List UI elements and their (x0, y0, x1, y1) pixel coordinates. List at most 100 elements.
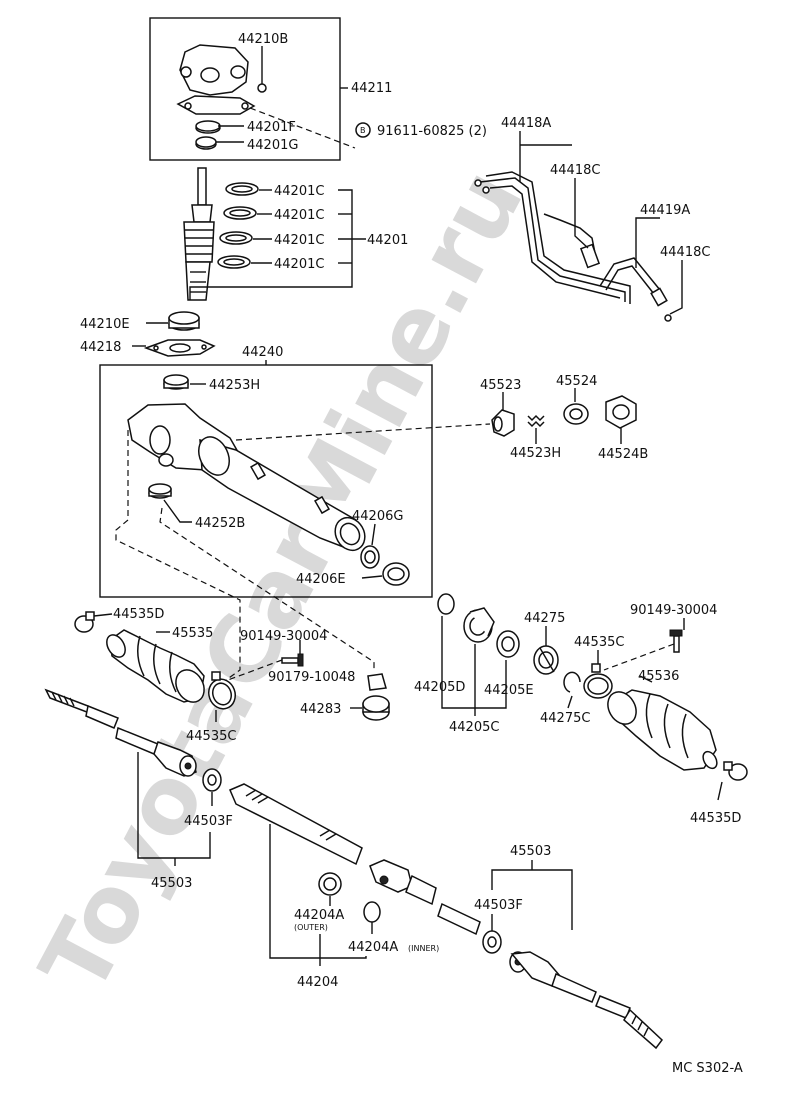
oil-seal-44204a-inner-part (363, 901, 381, 923)
seal-ring-44201c-1-part (225, 182, 259, 196)
label-44210e: 44210E (80, 317, 130, 332)
label-45536: 45536 (638, 669, 679, 684)
label-90179-10048: 90179-10048 (268, 670, 355, 685)
label-44206e: 44206E (296, 572, 346, 587)
washer-44503f-left-part (202, 768, 222, 792)
clamp-44535c-left-part (208, 671, 236, 710)
label-44201f: 44201F (247, 120, 296, 135)
label-44535d-1: 44535D (113, 607, 164, 622)
label-44204a-inner: 44204A (348, 940, 398, 955)
label-44418c-1: 44418C (550, 163, 600, 178)
bushing-44252b-part (148, 483, 172, 499)
label-44210b: 44210B (238, 32, 288, 47)
label-45535: 45535 (172, 626, 213, 641)
tie-rod-end-left-part (44, 688, 197, 777)
label-44204a-outer-note: (OUTER) (294, 923, 328, 932)
label-44283: 44283 (300, 702, 341, 717)
label-44211: 44211 (351, 81, 392, 96)
label-44240: 44240 (242, 345, 283, 360)
oil-seal-44204a-outer-part (318, 872, 342, 896)
spring-44523h-part (527, 414, 545, 428)
seal-ring-44201c-2-part (223, 206, 257, 220)
rack-bushing-44275-part (533, 645, 559, 675)
label-44205e: 44205E (484, 683, 534, 698)
label-90149-30004-2: 90149-30004 (630, 603, 717, 618)
rack-housing-group-box (99, 364, 433, 598)
clamp-44535d-left-part (74, 611, 95, 633)
label-44201g: 44201G (247, 138, 298, 153)
label-45524: 45524 (556, 374, 597, 389)
return-tube-44419a-part (599, 257, 672, 322)
bushing-44253h-part (163, 374, 189, 390)
label-44535c-2: 44535C (574, 635, 624, 650)
label-44419a: 44419A (640, 203, 690, 218)
label-44201: 44201 (367, 233, 408, 248)
bushing-44205e-part (496, 630, 520, 658)
steering-rack-part (229, 783, 481, 936)
label-44201c-4: 44201C (274, 257, 324, 272)
label-44524b: 44524B (598, 447, 648, 462)
boot-45536-part (607, 689, 718, 771)
clamp-44535d-right-part (723, 761, 748, 781)
label-44535d-2: 44535D (690, 811, 741, 826)
gasket-44218-part (143, 339, 216, 357)
label-45523: 45523 (480, 378, 521, 393)
rack-housing-part (127, 403, 366, 552)
control-valve-shaft-part (183, 167, 215, 301)
o-ring-44205d-part (437, 593, 455, 615)
seal-ring-44201c-3-part (219, 231, 253, 245)
pressure-tube-44418c-part (543, 213, 601, 269)
label-44204a-inner-note: (INNER) (408, 944, 439, 953)
bearing-44210e-part (168, 311, 200, 331)
label-90149-30004-1: 90149-30004 (240, 629, 327, 644)
snap-ring-44275c-part (563, 671, 581, 693)
rack-guide-45523-part (491, 409, 515, 437)
oil-seal-44206g-part (360, 545, 380, 569)
label-44205c: 44205C (449, 720, 499, 735)
mount-grommet-44283-part (362, 695, 390, 721)
pressure-tube-44418a-part (474, 171, 631, 304)
seal-ring-44201c-4-part (217, 255, 251, 269)
label-44201c-3: 44201C (274, 233, 324, 248)
label-44418a: 44418A (501, 116, 551, 131)
guide-spring-cap-45524-part (563, 403, 589, 425)
clamp-44535c-right-part (583, 663, 613, 699)
label-44253h: 44253H (209, 378, 260, 393)
label-45503-2: 45503 (510, 844, 551, 859)
label-44252b: 44252B (195, 516, 245, 531)
bolt-marker-letter: B (360, 126, 366, 135)
label-44204: 44204 (297, 975, 338, 990)
cylinder-end-stopper-44205c-part (463, 607, 495, 643)
oil-seal-44201f-part (195, 120, 221, 134)
label-44201c-2: 44201C (274, 208, 324, 223)
label-44205d: 44205D (414, 680, 465, 695)
label-45503-1: 45503 (151, 876, 192, 891)
label-91611-60825: 91611-60825 (2) (377, 124, 487, 139)
label-44418c-2: 44418C (660, 245, 710, 260)
boot-45535-part (106, 629, 205, 703)
screw-90149-right-part (669, 629, 683, 653)
label-44218: 44218 (80, 340, 121, 355)
watermark: ToyotaCarMine.ru (20, 152, 544, 1010)
washer-44503f-right-part (482, 930, 502, 954)
label-44204a-outer: 44204A (294, 908, 344, 923)
label-44503f-1: 44503F (184, 814, 233, 829)
label-44201c-1: 44201C (274, 184, 324, 199)
valve-housing-group-box (149, 17, 341, 161)
label-44275: 44275 (524, 611, 565, 626)
stopper-90179-part (367, 673, 387, 691)
label-44275c: 44275C (540, 711, 590, 726)
lock-nut-44524b-part (605, 395, 637, 429)
bushing-44206e-part (382, 562, 410, 586)
drawing-code: MC S302-A (672, 1061, 743, 1076)
valve-housing-part (176, 44, 256, 115)
plug-44210b-part (257, 83, 267, 93)
label-44535c-1: 44535C (186, 729, 236, 744)
oil-seal-44201g-part (195, 136, 217, 150)
label-44206g: 44206G (352, 509, 403, 524)
bolt-marker-icon (355, 122, 371, 138)
tie-rod-end-right-part (509, 951, 664, 1050)
label-44503f-2: 44503F (474, 898, 523, 913)
